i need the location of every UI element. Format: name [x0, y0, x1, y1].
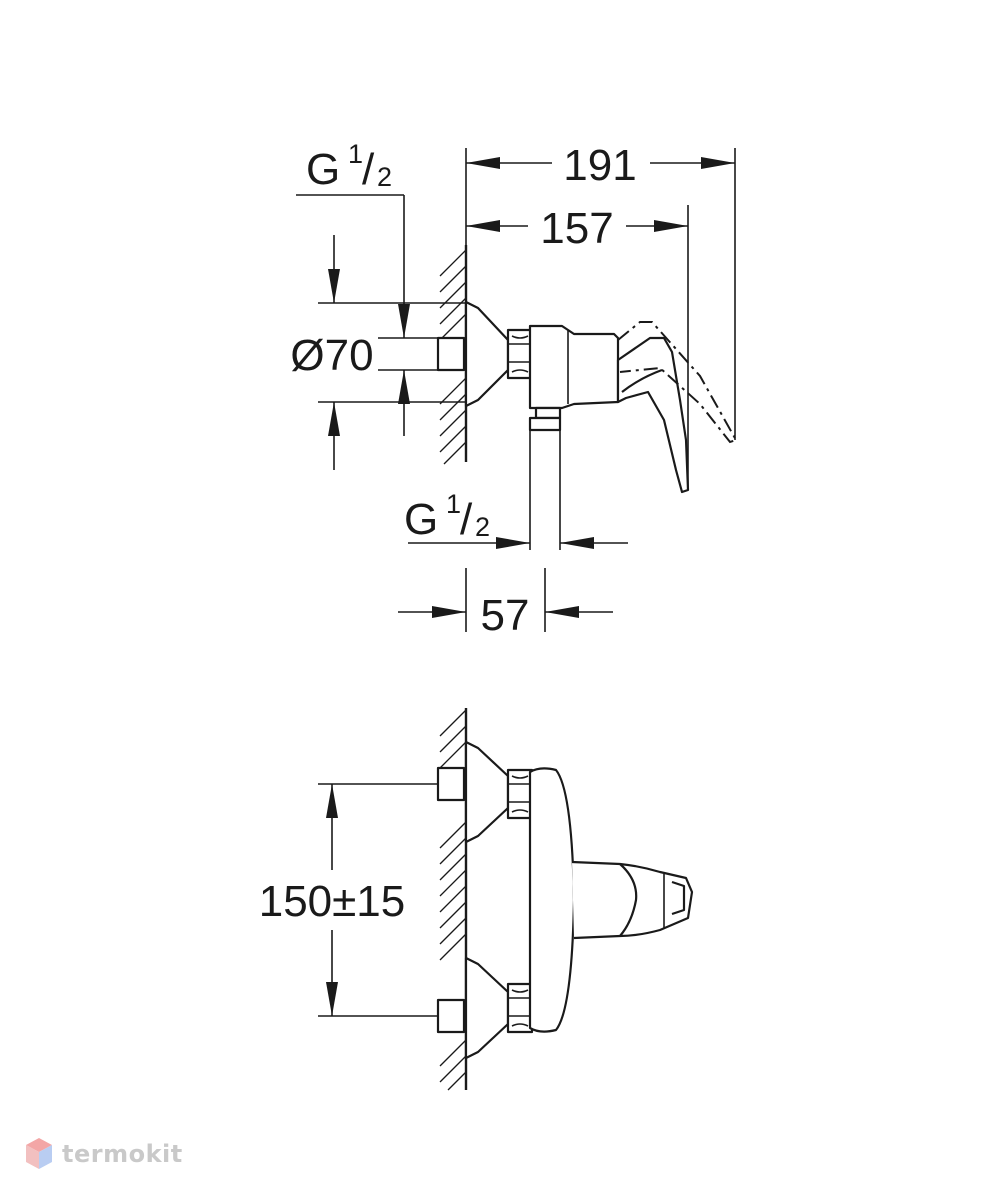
label-inlet-thread: G 1 / 2 [306, 139, 392, 194]
watermark-logo: termokit [24, 1136, 183, 1172]
outlet-thread-slash: / [460, 495, 473, 544]
hex-nut-side [506, 328, 534, 380]
inlet-connector-side [436, 336, 466, 372]
wall-hatch-side [439, 249, 467, 465]
outlet-thread-base: G [404, 495, 438, 544]
outlet-stub-side [534, 406, 562, 420]
watermark-text: termokit [62, 1140, 183, 1168]
outlet-thread-denominator: 2 [475, 512, 490, 542]
outlet-nut-side [528, 416, 562, 432]
lever-handle-side [616, 336, 690, 494]
side-view: 191 157 Ø70 G 1 / 2 G 1 / [290, 139, 738, 640]
escutcheon-side [464, 300, 510, 408]
escutcheon-lower [464, 956, 510, 1060]
lever-curve-plan [619, 863, 638, 937]
inlet-connector-upper [436, 766, 466, 802]
mixer-body-plan [528, 767, 576, 1033]
plan-view: 150±15 [259, 708, 694, 1091]
dim-centre-distance: 150±15 [259, 877, 406, 926]
inlet-thread-denominator: 2 [377, 162, 392, 192]
dim-overall-depth: 191 [563, 141, 636, 190]
escutcheon-upper [464, 740, 510, 844]
dim-outlet-offset: 57 [481, 591, 530, 640]
cube-icon [26, 1138, 52, 1169]
inlet-thread-numerator: 1 [348, 139, 363, 169]
mixer-body-side [528, 324, 620, 410]
lever-tip-plan [671, 880, 686, 916]
inlet-connector-lower [436, 998, 466, 1034]
hex-nut-upper [506, 768, 534, 820]
label-outlet-thread: G 1 / 2 [404, 489, 490, 544]
lever-contour [621, 368, 663, 393]
inlet-thread-slash: / [362, 145, 375, 194]
wall-hatch-plan [439, 709, 467, 1091]
outlet-thread-numerator: 1 [446, 489, 461, 519]
dim-escutcheon-diameter: Ø70 [290, 331, 373, 380]
inlet-thread-base: G [306, 145, 340, 194]
lever-handle-open-position [617, 321, 738, 444]
hex-nut-lower [506, 982, 534, 1034]
dim-handle-depth: 157 [540, 204, 613, 253]
lever-handle-plan [571, 860, 694, 940]
